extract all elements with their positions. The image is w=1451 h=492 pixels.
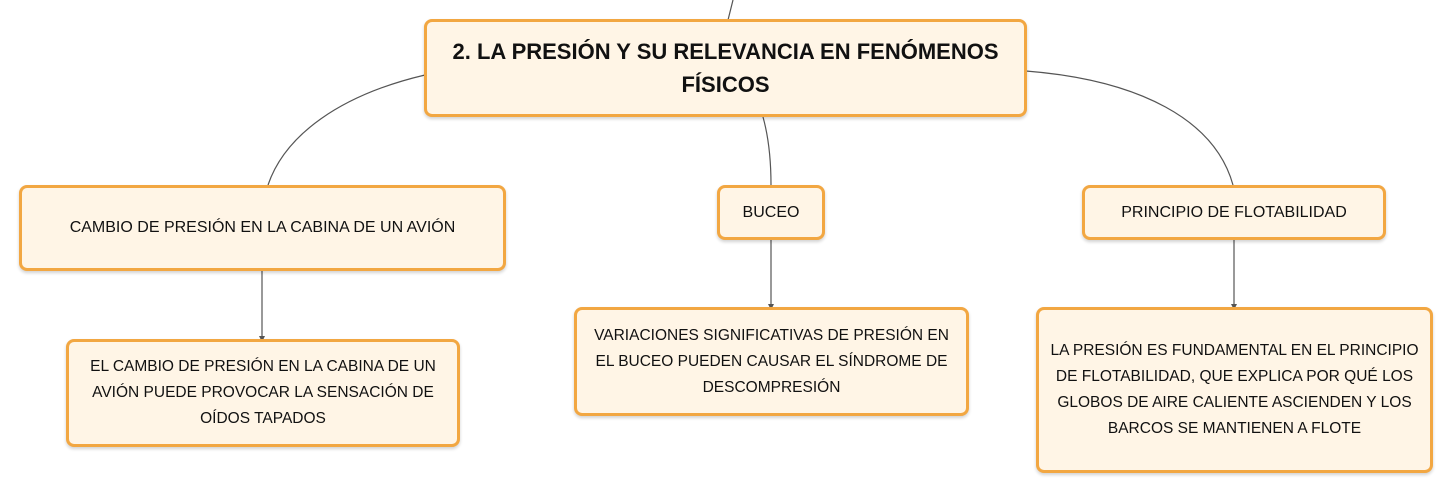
detail-node-cabin-pressure[interactable]: EL CAMBIO DE PRESIÓN EN LA CABINA DE UN … — [66, 339, 460, 447]
branch-node-label: BUCEO — [742, 203, 800, 221]
detail-node-text: LA PRESIÓN ES FUNDAMENTAL EN EL PRINCIPI… — [1050, 342, 1419, 437]
detail-node-text: EL CAMBIO DE PRESIÓN EN LA CABINA DE UN … — [90, 358, 436, 427]
branch-node-label: CAMBIO DE PRESIÓN EN LA CABINA DE UN AVI… — [69, 219, 456, 236]
connector-root-to-branch-1 — [267, 74, 426, 186]
detail-node-buoyancy[interactable]: LA PRESIÓN ES FUNDAMENTAL EN EL PRINCIPI… — [1036, 307, 1433, 473]
detail-node-diving[interactable]: VARIACIONES SIGNIFICATIVAS DE PRESIÓN EN… — [574, 307, 969, 416]
connector-root-to-branch-2 — [762, 116, 772, 186]
branch-node-label: PRINCIPIO DE FLOTABILIDAD — [1121, 203, 1347, 221]
connector-root-to-branch-3 — [1025, 70, 1234, 186]
detail-node-text: VARIACIONES SIGNIFICATIVAS DE PRESIÓN EN… — [594, 326, 949, 396]
root-node[interactable]: 2. LA PRESIÓN Y SU RELEVANCIA EN FENÓMEN… — [424, 19, 1027, 117]
branch-node-diving[interactable]: BUCEO — [717, 185, 825, 240]
branch-node-buoyancy[interactable]: PRINCIPIO DE FLOTABILIDAD — [1082, 185, 1386, 240]
root-node-label: 2. LA PRESIÓN Y SU RELEVANCIA EN FENÓMEN… — [452, 39, 999, 97]
connector-parent-to-root — [727, 0, 734, 21]
branch-node-cabin-pressure[interactable]: CAMBIO DE PRESIÓN EN LA CABINA DE UN AVI… — [19, 185, 506, 271]
